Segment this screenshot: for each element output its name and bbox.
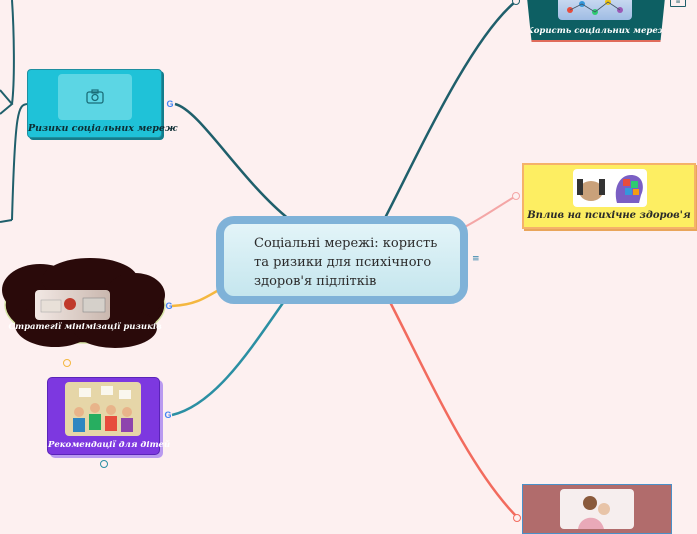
- notes-icon[interactable]: ≡: [472, 255, 481, 264]
- google-icon[interactable]: G: [164, 301, 174, 311]
- bottom-node[interactable]: [522, 484, 672, 534]
- connector-left-fragment: [12, 104, 28, 220]
- notes-icon[interactable]: ≡: [670, 0, 686, 7]
- central-title: Соціальні мережі: користь та ризики для …: [254, 234, 437, 291]
- risks-label: Ризики соціальних мереж: [28, 123, 161, 134]
- benefit-image: [558, 0, 632, 20]
- recommendations-image: [65, 382, 141, 436]
- recommendations-node[interactable]: Рекомендації для дітей: [47, 377, 160, 455]
- camera-icon: [86, 89, 104, 105]
- strategies-collapse-dot[interactable]: [63, 359, 71, 367]
- google-icon[interactable]: G: [165, 99, 175, 109]
- benefit-label: Користь соціальних мереж: [526, 26, 666, 36]
- strategies-image: [35, 290, 110, 320]
- mental-image: [573, 169, 647, 207]
- central-node[interactable]: Соціальні мережі: користь та ризики для …: [216, 216, 468, 304]
- connector-to-strategies: [172, 288, 222, 306]
- recommendations-collapse-dot[interactable]: [100, 460, 108, 468]
- connector-to-risks: [175, 104, 290, 220]
- connector-to-recommendations: [172, 300, 285, 415]
- google-icon[interactable]: G: [163, 410, 173, 420]
- connector-left-fragment-2: [12, 0, 14, 104]
- connector-left-fragment-4: [0, 220, 12, 222]
- connector-left-fragment-3: [0, 90, 12, 114]
- recommendations-label: Рекомендації для дітей: [48, 440, 159, 450]
- connector-to-bottom: [390, 302, 518, 518]
- strategies-label[interactable]: Стратегії мінімізації ризиків: [0, 322, 170, 332]
- bottom-image: [560, 489, 634, 529]
- mental-label: Вплив на психічне здоров'я: [524, 210, 694, 221]
- benefit-node[interactable]: Користь соціальних мереж: [526, 0, 666, 42]
- connector-to-benefit: [385, 2, 515, 218]
- risks-image-placeholder: [58, 74, 132, 120]
- risks-node[interactable]: Ризики соціальних мереж: [27, 69, 162, 138]
- mental-node[interactable]: Вплив на психічне здоров'я: [522, 163, 696, 229]
- mental-connector-dot: [512, 192, 520, 200]
- bottom-connector-dot: [513, 514, 521, 522]
